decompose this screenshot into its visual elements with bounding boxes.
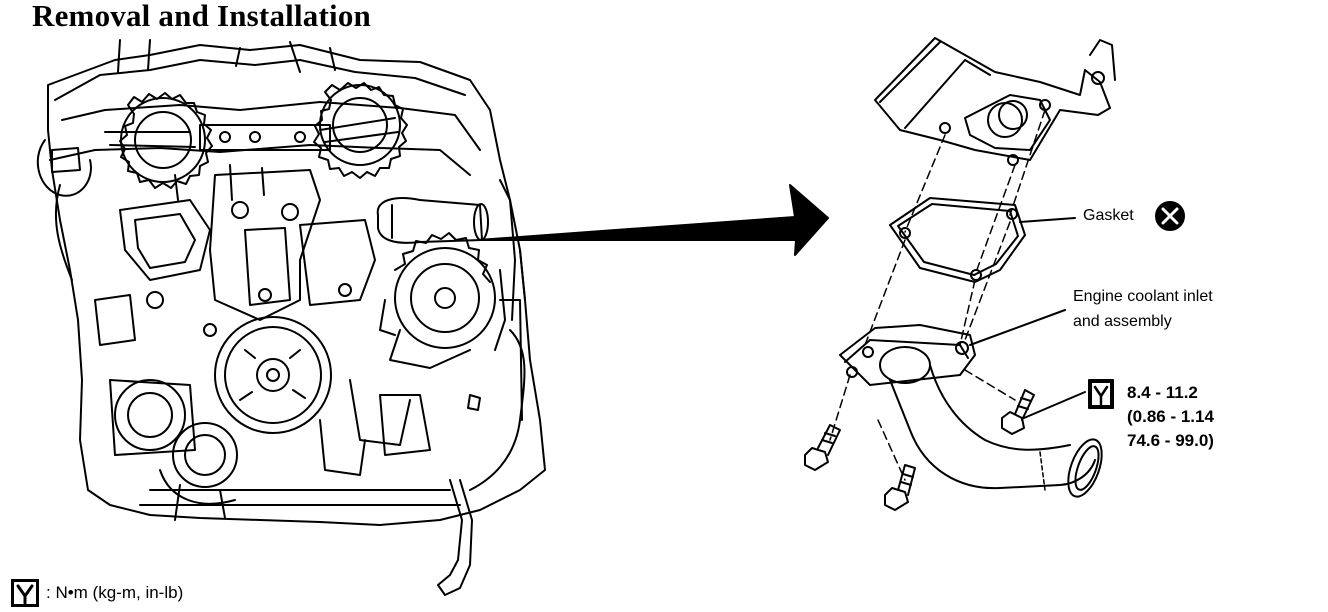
bolt-bottom — [884, 464, 916, 511]
engine-illustration — [36, 39, 546, 596]
coolant-inlet-label-line2: and assembly — [1073, 313, 1172, 330]
replace-part-icon — [1155, 201, 1185, 231]
coolant-inlet-label-line1: Engine coolant inlet — [1073, 288, 1213, 305]
torque-spec-nm: 8.4 - 11.2 — [1127, 383, 1198, 402]
gasket-label: Gasket — [1083, 207, 1134, 224]
exploded-view — [804, 37, 1116, 511]
torque-wrench-icon — [1088, 379, 1114, 409]
page-title: Removal and Installation — [32, 0, 371, 33]
torque-spec-kgm: (0.86 - 1.14 — [1127, 407, 1214, 426]
torque-spec: 8.4 - 11.2 (0.86 - 1.14 74.6 - 99.0) — [1127, 381, 1214, 453]
torque-spec-inlb: 74.6 - 99.0) — [1127, 431, 1214, 450]
torque-wrench-icon — [11, 579, 39, 607]
bolt-left — [804, 424, 841, 471]
units-legend-text: : N•m (kg-m, in-lb) — [46, 583, 184, 602]
detail-arrow — [477, 184, 829, 256]
units-legend: : N•m (kg-m, in-lb) — [10, 578, 183, 608]
bolt-right — [1001, 389, 1086, 435]
